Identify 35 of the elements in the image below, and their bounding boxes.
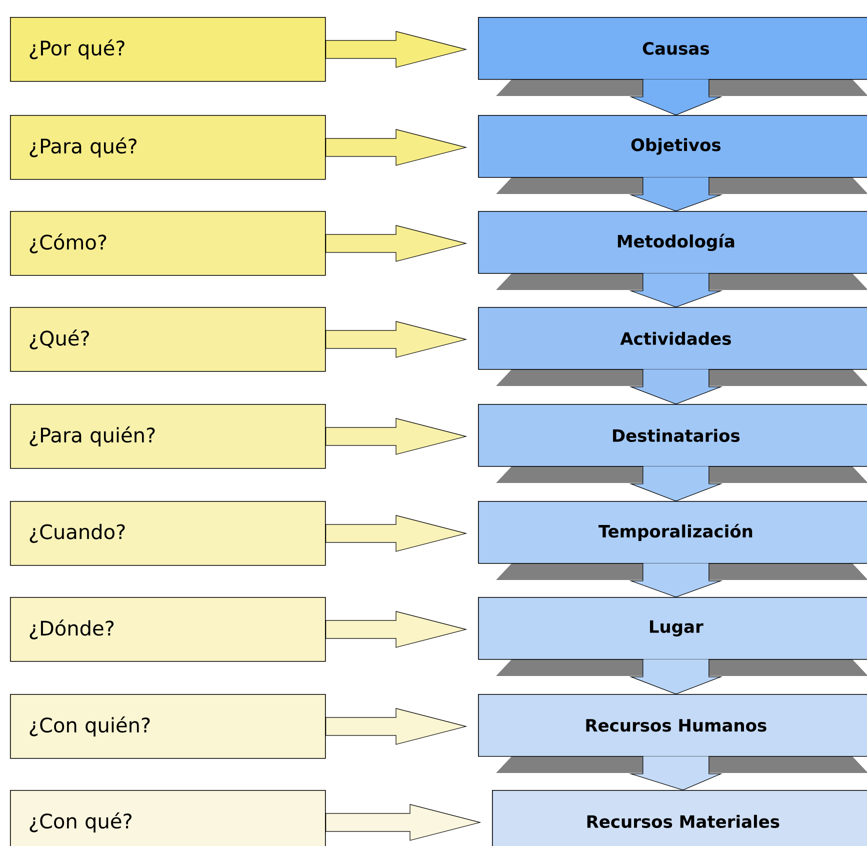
question-box: ¿Con qué? bbox=[10, 790, 326, 846]
arrow bbox=[326, 321, 468, 358]
topic-box: Actividades bbox=[478, 307, 867, 386]
topic-box: Recursos Humanos bbox=[478, 694, 867, 773]
arrow bbox=[326, 129, 468, 166]
arrow bbox=[326, 515, 468, 552]
question-box: ¿Qué? bbox=[10, 307, 326, 372]
arrow bbox=[629, 660, 723, 694]
topic-box: Destinatarios bbox=[478, 404, 867, 483]
topic-box: Causas bbox=[478, 17, 867, 96]
arrow bbox=[326, 611, 468, 648]
question-box: ¿Para quién? bbox=[10, 404, 326, 469]
topic-box: Temporalización bbox=[478, 501, 867, 580]
topic-box: Lugar bbox=[478, 597, 867, 676]
arrow bbox=[326, 708, 468, 745]
arrow bbox=[629, 178, 723, 212]
question-box: ¿Por qué? bbox=[10, 17, 326, 82]
arrow bbox=[326, 418, 468, 455]
arrow bbox=[629, 80, 722, 116]
question-box: ¿Para qué? bbox=[10, 115, 326, 180]
topic-box: Metodología bbox=[478, 211, 867, 290]
question-box: ¿Cómo? bbox=[10, 211, 326, 276]
topic-box: Objetivos bbox=[478, 115, 867, 194]
arrow bbox=[326, 804, 482, 841]
question-box: ¿Cuando? bbox=[10, 501, 326, 566]
arrow bbox=[629, 370, 723, 404]
arrow bbox=[326, 225, 468, 262]
arrow bbox=[629, 564, 723, 598]
arrow bbox=[629, 274, 723, 308]
question-box: ¿Con quién? bbox=[10, 694, 326, 759]
question-box: ¿Dónde? bbox=[10, 597, 326, 662]
arrow bbox=[326, 31, 468, 68]
arrow bbox=[629, 466, 723, 502]
topic-box: Recursos Materiales bbox=[492, 790, 867, 846]
arrow bbox=[628, 756, 722, 790]
